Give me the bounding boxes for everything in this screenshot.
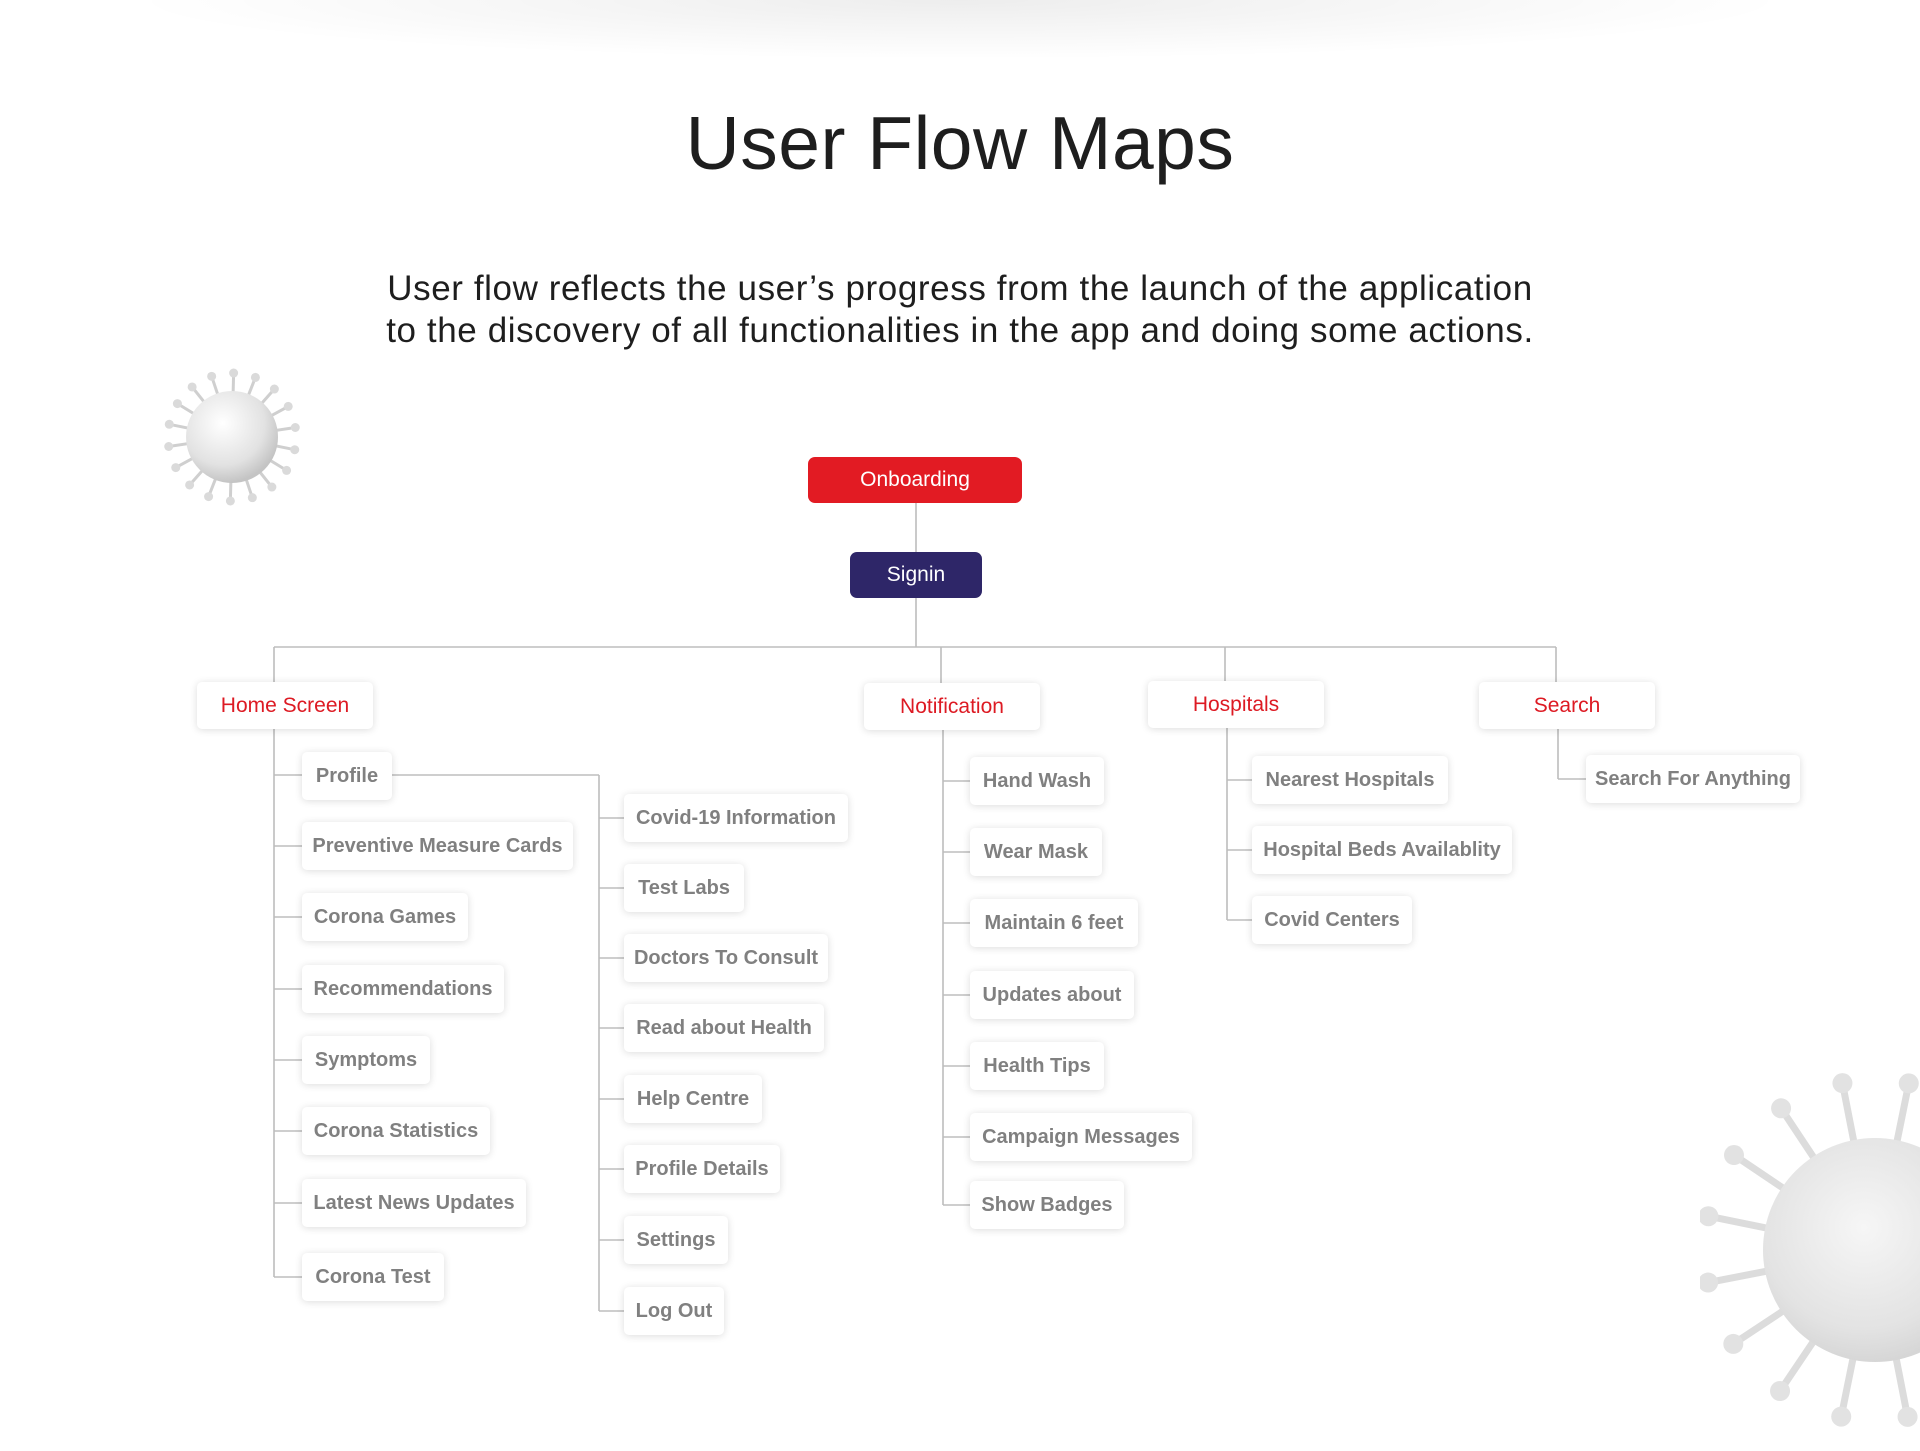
flow-item[interactable]: Test Labs xyxy=(624,864,744,912)
flow-item[interactable]: Search For Anything xyxy=(1586,755,1800,803)
flow-item[interactable]: Log Out xyxy=(624,1287,724,1335)
flow-item[interactable]: Recommendations xyxy=(302,965,504,1013)
flow-item[interactable]: Profile Details xyxy=(624,1145,780,1193)
flow-item[interactable]: Maintain 6 feet xyxy=(970,899,1138,947)
description-line: User flow reflects the user’s progress f… xyxy=(387,269,1533,308)
flow-item[interactable]: Covid-19 Information xyxy=(624,794,848,842)
flow-item[interactable]: Covid Centers xyxy=(1252,896,1412,944)
flow-item[interactable]: Wear Mask xyxy=(970,828,1102,876)
onboarding-node[interactable]: Onboarding xyxy=(808,457,1022,503)
flow-item[interactable]: Corona Test xyxy=(302,1253,444,1301)
description-line: to the discovery of all functionalities … xyxy=(386,311,1534,350)
flow-item[interactable]: Corona Statistics xyxy=(302,1107,490,1155)
page-title: User Flow Maps xyxy=(685,101,1235,185)
flow-item[interactable]: Read about Health xyxy=(624,1004,824,1052)
virus-icon xyxy=(1700,1073,1920,1427)
page-description: User flow reflects the user’s progress f… xyxy=(0,268,1920,352)
flow-item[interactable]: Hospital Beds Availablity xyxy=(1252,826,1512,874)
flow-item[interactable]: Symptoms xyxy=(302,1036,430,1084)
flow-item[interactable]: Help Centre xyxy=(624,1075,762,1123)
flow-item[interactable]: Hand Wash xyxy=(970,757,1104,805)
flow-item[interactable]: Show Badges xyxy=(970,1181,1124,1229)
top-shadow xyxy=(120,0,1800,60)
category-notification[interactable]: Notification xyxy=(864,683,1040,730)
flow-item[interactable]: Campaign Messages xyxy=(970,1113,1192,1161)
category-hospitals[interactable]: Hospitals xyxy=(1148,681,1324,728)
category-search[interactable]: Search xyxy=(1479,682,1655,729)
flow-item[interactable]: Settings xyxy=(624,1216,728,1264)
flow-item-profile[interactable]: Profile xyxy=(302,752,392,800)
flow-item[interactable]: Corona Games xyxy=(302,893,468,941)
flow-item[interactable]: Nearest Hospitals xyxy=(1252,756,1448,804)
signin-node[interactable]: Signin xyxy=(850,552,982,598)
flow-item[interactable]: Doctors To Consult xyxy=(624,934,828,982)
flow-item[interactable]: Preventive Measure Cards xyxy=(302,822,573,870)
virus-icon xyxy=(164,368,300,506)
flow-item[interactable]: Updates about xyxy=(970,971,1134,1019)
category-home-screen[interactable]: Home Screen xyxy=(197,682,373,729)
flow-item[interactable]: Latest News Updates xyxy=(302,1179,526,1227)
flow-item[interactable]: Health Tips xyxy=(970,1042,1104,1090)
